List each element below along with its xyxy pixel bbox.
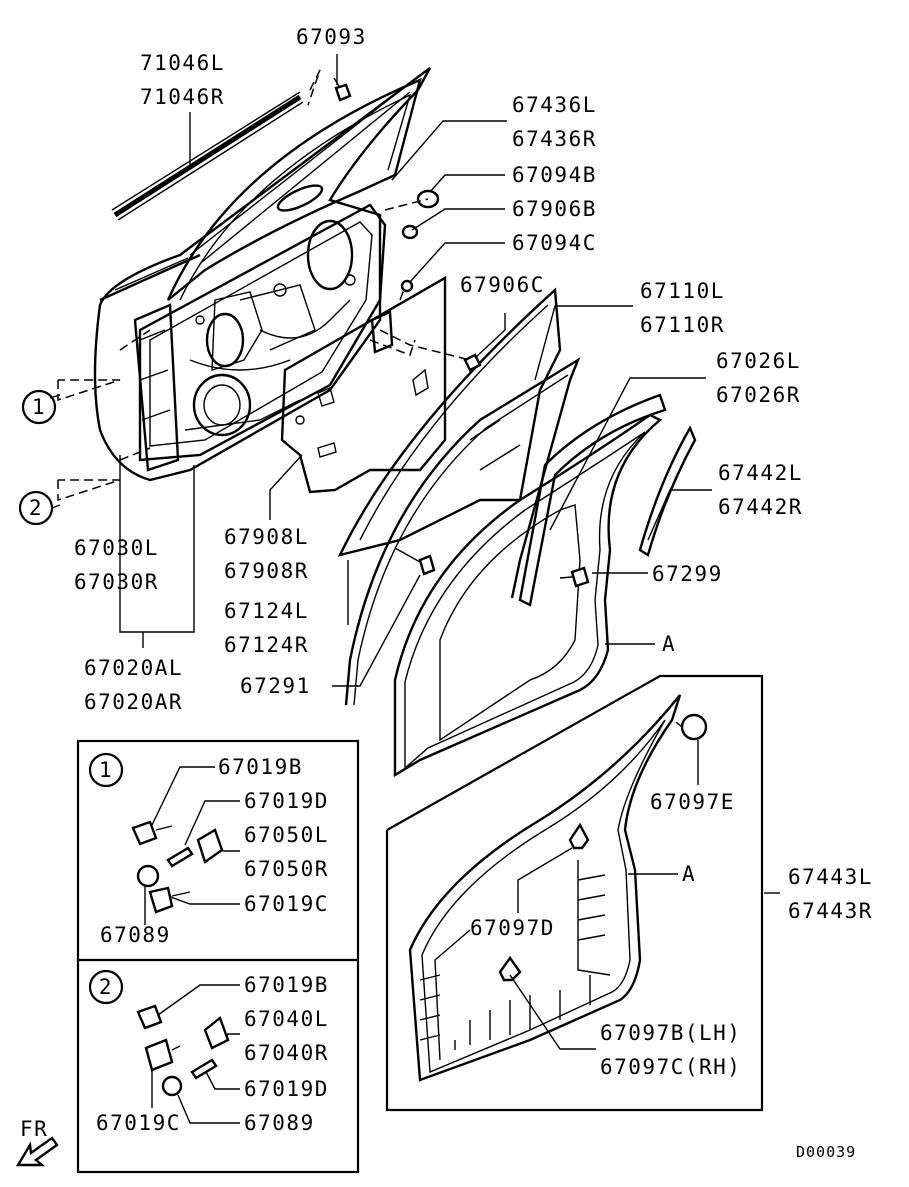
label-71046R: 71046R (140, 85, 225, 109)
diagram-code: D00039 (796, 1143, 856, 1161)
callout-1-number: 1 (32, 395, 46, 419)
label-67110L: 67110L (640, 279, 725, 303)
detail-boxes: 1 67019B 67019D 67050L 67050R 67019C 670… (76, 739, 360, 1174)
door-glass-drawing (337, 287, 562, 557)
label-67906C: 67906C (460, 273, 545, 297)
label-71046L: 71046L (140, 51, 225, 75)
label-67026R: 67026R (716, 383, 801, 407)
detail-2-67040R: 67040R (244, 1041, 329, 1065)
detail-1-marker: 1 (99, 758, 113, 782)
label-67908L: 67908L (224, 525, 309, 549)
detail-2-67019C: 67019C (96, 1111, 181, 1135)
fastener-drawings (57, 69, 590, 588)
front-direction-indicator: FR (15, 1117, 59, 1167)
label-67908R: 67908R (224, 559, 309, 583)
detail-1-67050L: 67050L (244, 823, 329, 847)
front-arrow-icon (15, 1136, 59, 1167)
front-label: FR (20, 1117, 48, 1141)
weatherstrip-drawing (638, 425, 697, 557)
label-67094C: 67094C (512, 231, 597, 255)
glass-run-drawing (344, 357, 581, 706)
detail-1-67019D: 67019D (244, 789, 329, 813)
label-67097E: 67097E (650, 790, 735, 814)
label-A-top: A (662, 632, 676, 656)
label-67093: 67093 (296, 25, 367, 49)
label-67124L: 67124L (224, 599, 309, 623)
label-67443R: 67443R (788, 899, 873, 923)
label-67097C-RH: 67097C(RH) (600, 1055, 741, 1079)
label-67030L: 67030L (74, 536, 159, 560)
label-67443L: 67443L (788, 865, 873, 889)
detail-2-marker: 2 (99, 975, 113, 999)
label-A-detail: A (682, 862, 696, 886)
label-67442L: 67442L (718, 461, 803, 485)
detail-1-67089: 67089 (100, 923, 171, 947)
detail-1-67019C: 67019C (244, 892, 329, 916)
callout-1: 1 (21, 389, 57, 425)
detail-2-67019B: 67019B (244, 973, 329, 997)
door-sash-drawing (518, 393, 667, 607)
part-number-labels: 67093 71046L 71046R 67436L 67436R 67094B… (74, 25, 873, 1079)
detail-2-67019D: 67019D (244, 1077, 329, 1101)
label-67110R: 67110R (640, 313, 725, 337)
label-67020AR: 67020AR (84, 690, 183, 714)
label-67299: 67299 (652, 562, 723, 586)
detail-1-67019B: 67019B (218, 755, 303, 779)
sealing-sheet-drawing (280, 275, 447, 494)
label-67436R: 67436R (512, 127, 597, 151)
label-67291: 67291 (240, 674, 311, 698)
detail-2-67040L: 67040L (244, 1007, 329, 1031)
label-67097D: 67097D (470, 916, 555, 940)
callout-2-number: 2 (29, 496, 43, 520)
label-67124R: 67124R (224, 633, 309, 657)
label-67097B-LH: 67097B(LH) (600, 1021, 741, 1045)
door-panel-drawing (93, 67, 432, 482)
detail-2-67089: 67089 (244, 1111, 315, 1135)
label-67442R: 67442R (718, 495, 803, 519)
label-67094B: 67094B (512, 163, 597, 187)
leader-lines (49, 54, 780, 1050)
label-67436L: 67436L (512, 93, 597, 117)
label-67020AL: 67020AL (84, 656, 183, 680)
opening-weatherstrip-drawing (393, 413, 663, 778)
label-67906B: 67906B (512, 197, 597, 221)
label-67026L: 67026L (716, 349, 801, 373)
detail-a-panel (385, 674, 764, 1112)
label-67030R: 67030R (74, 570, 159, 594)
callout-2: 2 (18, 490, 54, 526)
detail-1-67050R: 67050R (244, 857, 329, 881)
